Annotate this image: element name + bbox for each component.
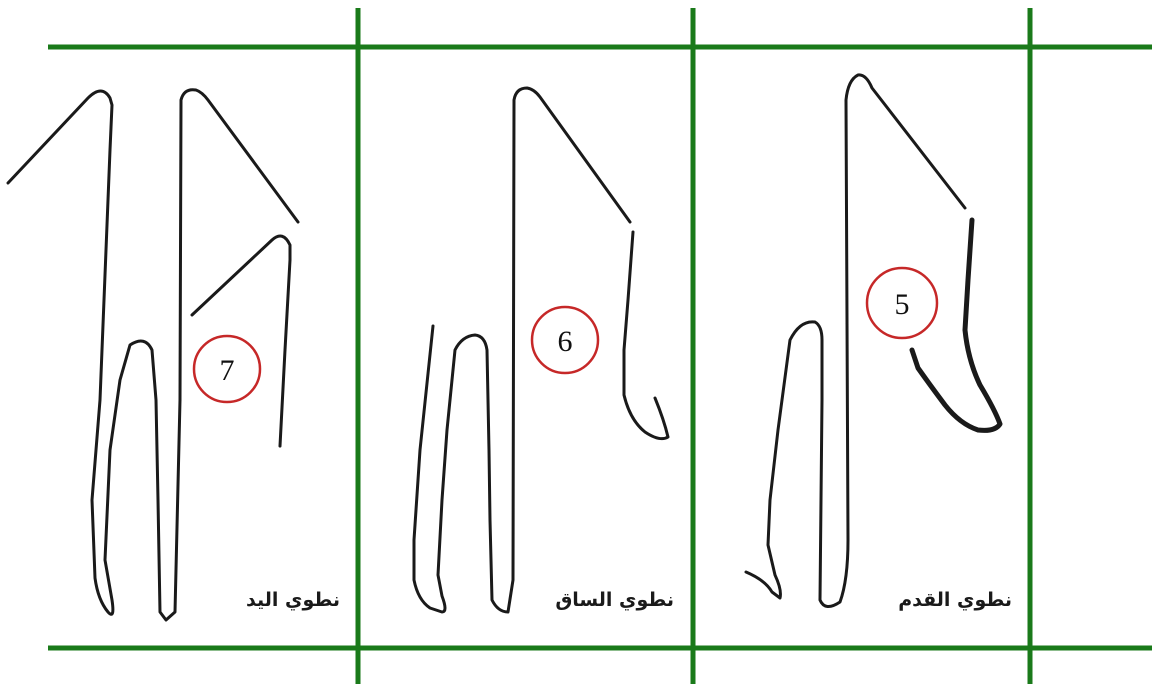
badge-6-number: 6 bbox=[558, 325, 573, 358]
badge-5-number: 5 bbox=[895, 288, 910, 321]
caption-foot-fold: نطوي القدم bbox=[898, 589, 1012, 611]
figure-leg-folded-leg bbox=[622, 230, 670, 441]
figure-leg-body bbox=[412, 86, 632, 614]
grid-lines bbox=[48, 8, 1152, 684]
figure-hand-fold: 7 bbox=[6, 88, 300, 622]
badge-6: 6 bbox=[530, 305, 600, 375]
caption-leg-fold: نطوي الساق bbox=[555, 589, 674, 611]
caption-hand-fold: نطوي اليد bbox=[246, 589, 340, 611]
figure-hand-left-arm bbox=[6, 88, 300, 622]
figure-leg-fold: 6 bbox=[412, 86, 670, 614]
badge-7: 7 bbox=[192, 334, 262, 404]
figure-foot-fold: 5 bbox=[744, 73, 1003, 608]
badge-7-number: 7 bbox=[220, 354, 235, 387]
figure-foot-folded-foot bbox=[909, 217, 1003, 433]
figure-foot-body bbox=[744, 73, 967, 608]
figure-hand-folded-arm bbox=[190, 234, 292, 448]
badge-5: 5 bbox=[865, 266, 939, 340]
